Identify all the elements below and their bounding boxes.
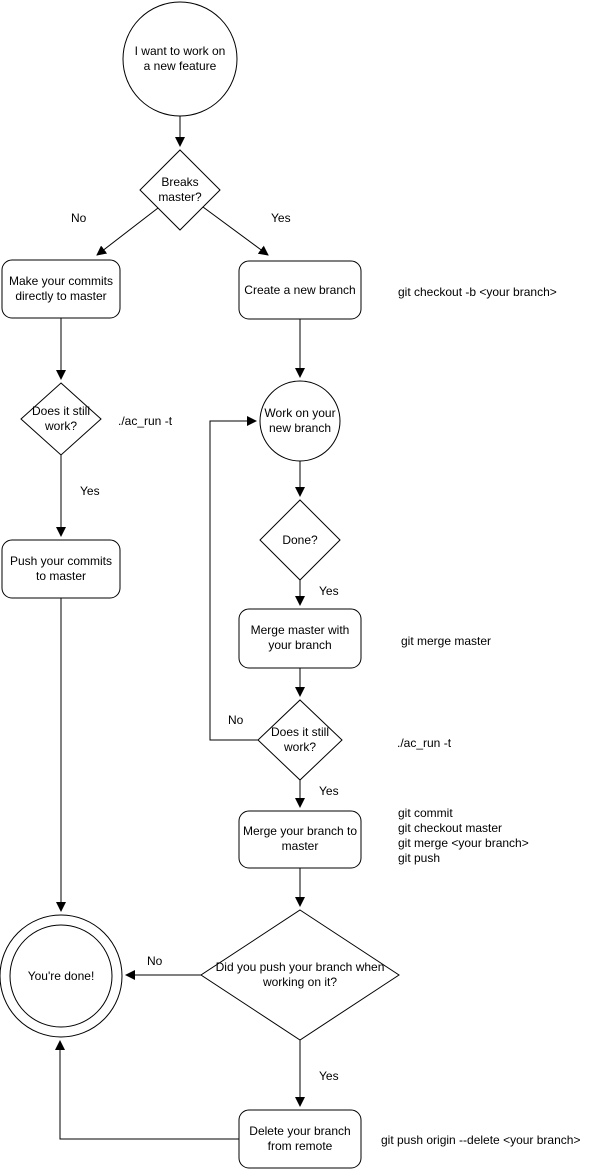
- done-label: Done?: [282, 532, 318, 547]
- merge-master-label: Merge master with your branch: [250, 623, 350, 652]
- did-you-push-label: Did you push your branch when working on…: [215, 960, 385, 989]
- edge-label-works-left-yes: Yes: [80, 484, 100, 498]
- edge-label-works-right-no: No: [228, 713, 244, 727]
- annotation-create-branch-cmd: git checkout -b <your branch>: [398, 285, 557, 299]
- edge-label-done-yes: Yes: [319, 584, 339, 598]
- annotation-test-right-cmd: ./ac_run -t: [397, 736, 452, 750]
- flow-edges: [55, 116, 305, 1140]
- annotation-delete-remote-cmd: git push origin --delete <your branch>: [381, 1133, 581, 1147]
- does-it-work-right-label: Does it still work?: [270, 725, 329, 754]
- breaks-master-label: Breaks master?: [158, 175, 202, 204]
- edge-works-no-loop: [209, 416, 258, 741]
- edge-delete-to-done: [55, 1040, 239, 1140]
- make-commits-label: Make your commits directly to master: [8, 274, 114, 303]
- push-commits-label: Push your commits to master: [9, 554, 113, 583]
- edge-label-breaks-yes: Yes: [271, 211, 291, 225]
- start-node-label: I want to work on a new feature: [134, 44, 226, 73]
- breaks-master-diamond: [139, 149, 221, 231]
- work-on-branch-label: Work on your new branch: [264, 406, 336, 435]
- edge-breaks-yes: [202, 206, 269, 256]
- merge-branch-label: Merge your branch to master: [242, 824, 358, 853]
- delete-branch-label: Delete your branch from remote: [249, 1124, 351, 1153]
- annotation-merge-master-cmd: git merge master: [401, 634, 492, 648]
- edge-breaks-no: [96, 207, 159, 256]
- youre-done-label: You're done!: [27, 968, 95, 983]
- edge-label-works-right-yes: Yes: [319, 784, 339, 798]
- edge-label-breaks-no: No: [71, 211, 87, 225]
- edge-label-pushed-yes: Yes: [319, 1069, 339, 1083]
- youre-done-inner-circle: [9, 924, 113, 1028]
- annotation-test-left-cmd: ./ac_run -t: [118, 414, 173, 428]
- edge-label-pushed-no: No: [147, 954, 163, 968]
- create-branch-label: Create a new branch: [244, 282, 356, 297]
- annotation-merge-branch-cmds: git commit git checkout master git merge…: [398, 806, 529, 865]
- does-it-work-left-label: Does it still work?: [31, 404, 90, 433]
